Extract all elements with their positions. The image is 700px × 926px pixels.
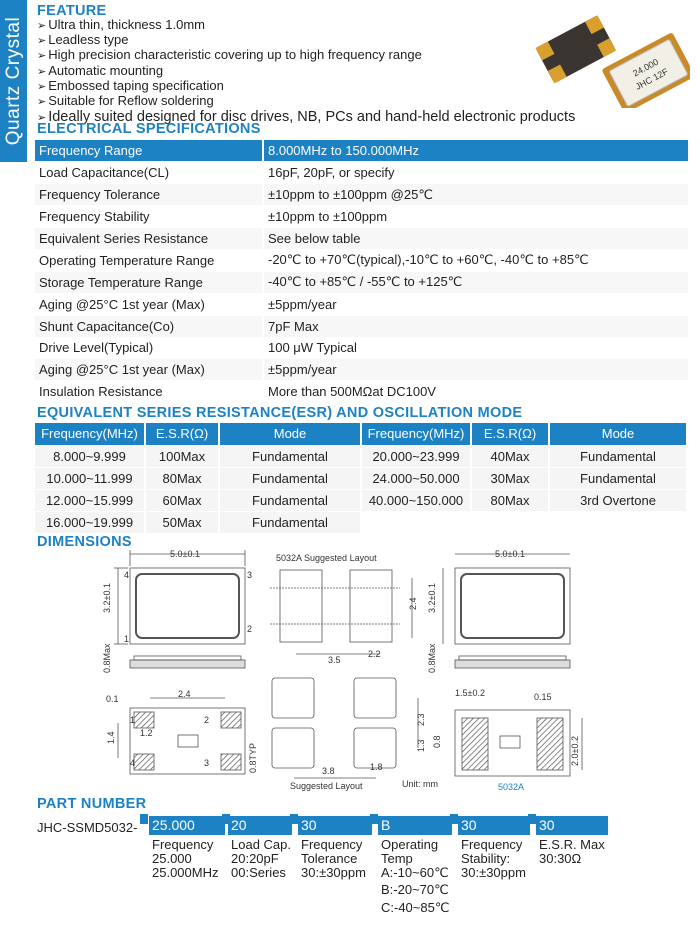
dash-separator: - — [370, 814, 378, 824]
dim-label: 0.15 — [534, 692, 552, 702]
suggested-layout-caption: Suggested Layout — [290, 781, 363, 791]
table-row: Load Capacitance(CL)16pF, 20pF, or speci… — [35, 161, 688, 185]
part-number-prefix: JHC-SSMD5032- — [37, 820, 138, 835]
part-number-heading: PART NUMBER — [37, 796, 147, 812]
pin-label: 4 — [124, 570, 129, 580]
dim-label: 1.3 — [416, 739, 426, 752]
pn-desc: Load Cap. 20:20pF 00:Series — [231, 837, 291, 880]
dim-label: 3.5 — [328, 655, 341, 665]
dim-label: 2.2 — [368, 649, 381, 659]
pin-label: 3 — [204, 758, 209, 768]
dim-label: 2.4 — [408, 597, 418, 610]
dim-label: 0.1 — [106, 694, 119, 704]
dim-label: 2.0±0.2 — [570, 736, 580, 766]
model-label: 5032A — [498, 782, 524, 792]
feature-item: Ideally suited designed for disc drives,… — [37, 109, 575, 126]
feature-heading: FEATURE — [37, 3, 107, 19]
electrical-heading: ELECTRICAL SPECIFICATIONS — [37, 121, 261, 137]
dim-height-left: 3.2±0.1 — [102, 583, 112, 613]
pn-code: B — [378, 816, 452, 835]
table-row: Frequency Stability±10ppm to ±100ppm — [35, 205, 688, 229]
feature-item: Automatic mounting — [37, 63, 575, 79]
pn-desc: Frequency 25.000 25.000MHz — [152, 837, 219, 880]
dim-width-right: 5.0±0.1 — [495, 549, 525, 559]
table-row: Shunt Capacitance(Co)7pF Max — [35, 315, 688, 338]
pn-code: 30 — [536, 816, 608, 835]
dim-label: 3.8 — [322, 766, 335, 776]
dim-thickness-left: 0.8Max — [102, 643, 112, 673]
dim-label: 1.5±0.2 — [455, 688, 485, 698]
dim-label: 0.8 — [432, 735, 442, 748]
dimensions-drawing: 5.0±0.1 3.2±0.1 0.8Max 4 3 1 2 5032A Sug… — [102, 549, 583, 792]
table-row: Drive Level(Typical)100 μW Typical — [35, 337, 688, 360]
dash-separator: - — [528, 814, 536, 824]
pn-field-stability: 30 Frequency Stability: 30:±30ppm — [458, 816, 530, 879]
dash-separator: - — [140, 814, 148, 824]
dimensions-heading: DIMENSIONS — [37, 534, 132, 550]
feature-item: Ultra thin, thickness 1.0mm — [37, 17, 575, 33]
pn-field-tolerance: 30 Frequency Tolerance 30:±30ppm — [298, 816, 372, 879]
dim-label: 2.3 — [416, 713, 426, 726]
table-row: Aging @25°C 1st year (Max)±5ppm/year — [35, 358, 688, 382]
dim-label: 1.4 — [106, 731, 116, 744]
dash-separator: - — [450, 814, 458, 824]
table-row: Storage Temperature Range-40℃ to +85℃ / … — [35, 271, 688, 294]
table-row: Frequency Tolerance±10ppm to ±100ppm @25… — [35, 183, 688, 207]
pn-field-temp: B Operating Temp A:-10~60℃ B:-20~70℃ C:-… — [378, 816, 452, 915]
pn-code: 25.000 — [149, 816, 225, 835]
unit-label: Unit: mm — [402, 779, 438, 789]
pn-field-frequency: 25.000 Frequency 25.000 25.000MHz — [149, 816, 225, 879]
pn-field-esr: 30 E.S.R. Max 30:30Ω — [536, 816, 608, 866]
dim-label: 1.2 — [140, 728, 153, 738]
side-tab-label: Quartz Crystal — [3, 16, 24, 146]
dim-label: 0.8TYP — [248, 743, 258, 773]
pin-label: 2 — [247, 624, 252, 634]
feature-item: Leadless type — [37, 33, 575, 48]
dash-separator: - — [290, 814, 298, 824]
feature-list: Ultra thin, thickness 1.0mm Leadless typ… — [37, 17, 575, 126]
table-header-row: Frequency(MHz) E.S.R(Ω) Mode Frequency(M… — [35, 423, 688, 446]
feature-item: Embossed taping specification — [37, 78, 575, 94]
table-row: Operating Temperature Range-20℃ to +70℃(… — [35, 249, 688, 272]
pin-label: 1 — [130, 715, 135, 725]
pn-field-load-cap: 20 Load Cap. 20:20pF 00:Series — [228, 816, 292, 879]
dim-label: 2.4 — [178, 689, 191, 699]
pin-label: 3 — [247, 570, 252, 580]
pn-code: 30 — [458, 816, 530, 835]
dim-label: 1.8 — [370, 762, 383, 772]
pn-desc: Frequency Stability: 30:±30ppm — [461, 837, 526, 880]
suggested-layout-title: 5032A Suggested Layout — [276, 553, 377, 563]
pn-desc: Operating Temp A:-10~60℃ B:-20~70℃ C:-40… — [381, 837, 450, 916]
table-row: Aging @25°C 1st year (Max)±5ppm/year — [35, 293, 688, 316]
feature-item: Suitable for Reflow soldering — [37, 93, 575, 109]
crystal-photo: 24.000 JHC 12F — [535, 15, 690, 108]
pin-label: 4 — [130, 758, 135, 768]
dash-separator: - — [222, 814, 230, 824]
feature-item: High precision characteristic covering u… — [37, 48, 575, 63]
dim-thickness-right: 0.8Max — [427, 643, 437, 673]
pn-code: 20 — [228, 816, 292, 835]
dim-height-right: 3.2±0.1 — [427, 583, 437, 613]
pin-label: 1 — [124, 634, 129, 644]
esr-heading: EQUIVALENT SERIES RESISTANCE(ESR) AND OS… — [37, 405, 523, 421]
dim-width-left: 5.0±0.1 — [170, 549, 200, 559]
pn-desc: E.S.R. Max 30:30Ω — [539, 837, 605, 866]
pin-label: 2 — [204, 715, 209, 725]
pn-code: 30 — [298, 816, 372, 835]
pn-desc: Frequency Tolerance 30:±30ppm — [301, 837, 366, 880]
side-tab: Quartz Crystal — [0, 0, 27, 162]
esr-table: Frequency(MHz) E.S.R(Ω) Mode Frequency(M… — [35, 423, 688, 534]
